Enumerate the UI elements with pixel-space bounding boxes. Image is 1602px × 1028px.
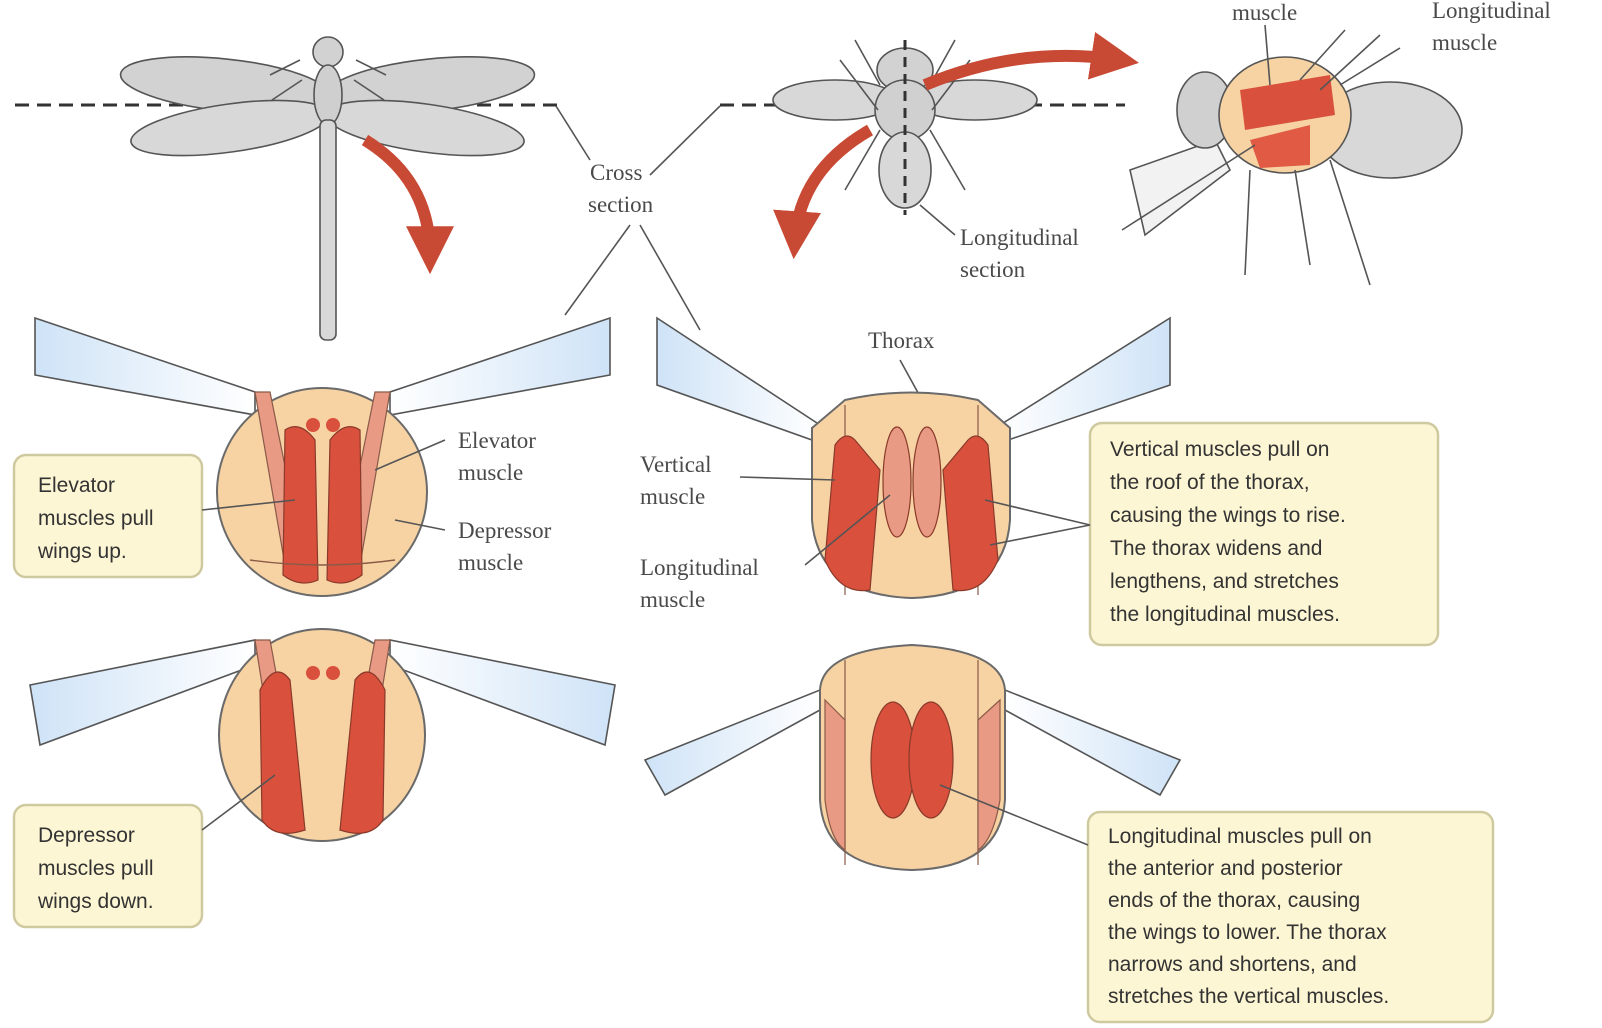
fly-longitudinal-label-line1: Longitudinal bbox=[1432, 0, 1551, 23]
depressor-muscle-label-line1: Depressor bbox=[458, 518, 552, 543]
callout-lower-line6: stretches the vertical muscles. bbox=[1108, 985, 1389, 1008]
cross-section-label-line1: Cross bbox=[590, 160, 642, 185]
callout-elevator-line1: Elevator bbox=[38, 474, 115, 497]
fly-down-arrow bbox=[795, 130, 870, 240]
dragonfly-down-arrow bbox=[365, 140, 430, 255]
fly-longitudinal-label-line2: muscle bbox=[1432, 30, 1497, 55]
callout-lower-line1: Longitudinal muscles pull on bbox=[1108, 825, 1372, 848]
cross-section-leader-right bbox=[650, 106, 720, 175]
callout-rise-line6: the longitudinal muscles. bbox=[1110, 603, 1340, 626]
thorax-label: Thorax bbox=[868, 328, 935, 353]
longitudinal-section-label-line1: Longitudinal bbox=[960, 225, 1079, 250]
elevator-muscle-label-line2: muscle bbox=[458, 460, 523, 485]
fly-longitudinal-leader bbox=[1340, 48, 1400, 85]
callout-depressor-line1: Depressor bbox=[38, 824, 135, 847]
elevator-muscle-label-line1: Elevator bbox=[458, 428, 536, 453]
longitudinal-muscle-label-line2: muscle bbox=[640, 587, 705, 612]
cross-section-label-line2: section bbox=[588, 192, 654, 217]
dragonfly-illustration bbox=[118, 37, 537, 340]
fly-muscle-label: muscle bbox=[1232, 0, 1297, 25]
cross-section-leader-down-right bbox=[640, 225, 700, 330]
fly-side-view-illustration bbox=[1130, 30, 1462, 285]
longitudinal-section-leader bbox=[920, 205, 955, 235]
callout-rise-line3: causing the wings to rise. bbox=[1110, 504, 1346, 527]
callout-lower-line3: ends of the thorax, causing bbox=[1108, 889, 1360, 912]
vertical-muscle-label-line1: Vertical bbox=[640, 452, 712, 477]
callout-rise-line1: Vertical muscles pull on bbox=[1110, 438, 1329, 461]
callout-rise-line4: The thorax widens and bbox=[1110, 537, 1322, 560]
longitudinal-section-label-line2: section bbox=[960, 257, 1026, 282]
cross-section-leader-down-left bbox=[565, 225, 630, 315]
longitudinal-muscle-label-line1: Longitudinal bbox=[640, 555, 759, 580]
callout-depressor-line3: wings down. bbox=[37, 890, 154, 913]
callout-lower-line2: the anterior and posterior bbox=[1108, 857, 1343, 880]
callout-lower-line5: narrows and shortens, and bbox=[1108, 953, 1357, 976]
callout-depressor-line2: muscles pull bbox=[38, 857, 154, 880]
callout-rise-line2: the roof of the thorax, bbox=[1110, 471, 1310, 494]
callout-rise-line5: lengthens, and stretches bbox=[1110, 570, 1339, 593]
vertical-muscle-label-line2: muscle bbox=[640, 484, 705, 509]
callout-elevator-line3: wings up. bbox=[37, 540, 127, 563]
cross-section-leader-left bbox=[556, 106, 590, 160]
callout-elevator-line2: muscles pull bbox=[38, 507, 154, 530]
callout-lower-line4: the wings to lower. The thorax bbox=[1108, 921, 1387, 944]
depressor-muscle-label-line2: muscle bbox=[458, 550, 523, 575]
